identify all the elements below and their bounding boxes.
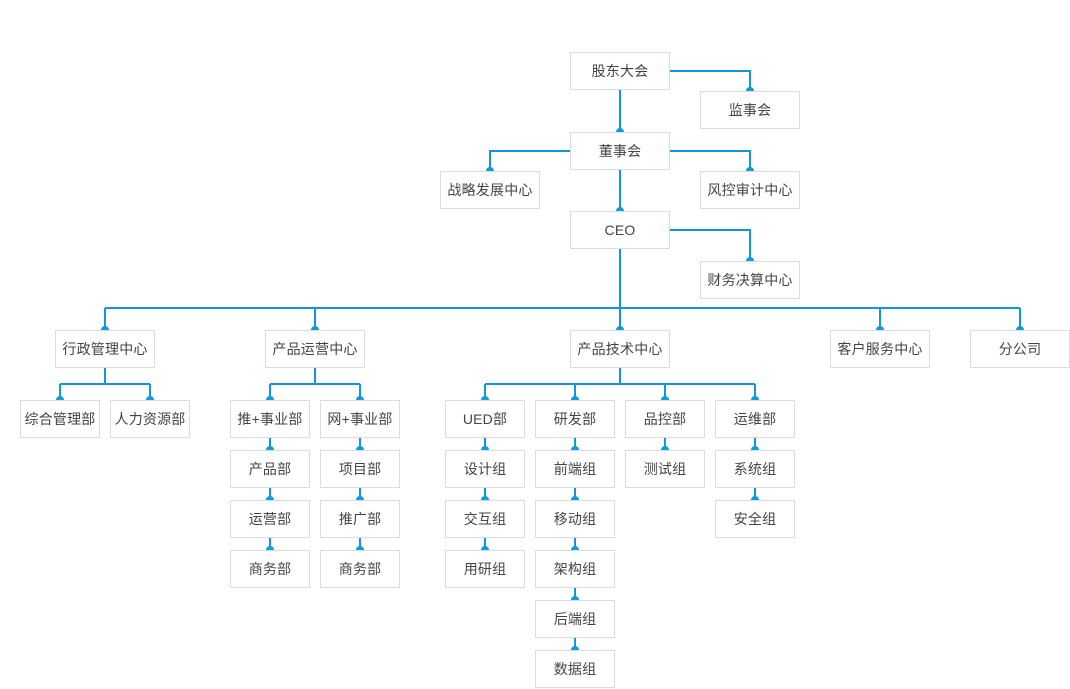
org-node-label: 运营部 [248,511,292,527]
org-node-label: 财务决算中心 [707,272,793,288]
org-node[interactable]: 品控部 [625,400,705,438]
org-node-label: 推广部 [338,511,382,527]
org-node-label: 后端组 [553,611,597,627]
org-node[interactable]: 产品部 [230,450,310,488]
org-node[interactable]: 后端组 [535,600,615,638]
org-node[interactable]: 行政管理中心 [55,330,155,368]
org-node-label: 股东大会 [591,63,649,79]
org-node-label: 网+事业部 [327,411,393,427]
org-node-label: 测试组 [643,461,687,477]
org-node-label: 客户服务中心 [837,341,923,357]
org-node[interactable]: 交互组 [445,500,525,538]
org-node[interactable]: 运维部 [715,400,795,438]
org-node[interactable]: 综合管理部 [20,400,100,438]
org-node-label: 产品部 [248,461,292,477]
org-node-label: 综合管理部 [24,411,96,427]
org-node[interactable]: 研发部 [535,400,615,438]
org-node[interactable]: 推+事业部 [230,400,310,438]
org-node-label: 用研组 [463,561,507,577]
org-node-label: 战略发展中心 [447,182,533,198]
org-node-label: 运维部 [733,411,777,427]
org-node-label: 系统组 [733,461,777,477]
org-node-label: 安全组 [733,511,777,527]
org-node[interactable]: UED部 [445,400,525,438]
org-node-label: 项目部 [338,461,382,477]
org-node[interactable]: 监事会 [700,91,800,129]
org-node[interactable]: 数据组 [535,650,615,688]
org-node[interactable]: 系统组 [715,450,795,488]
org-node-label: 监事会 [728,102,772,118]
org-node-label: 架构组 [553,561,597,577]
org-node[interactable]: 商务部 [320,550,400,588]
org-node[interactable]: 移动组 [535,500,615,538]
org-node-label: CEO [604,222,636,238]
org-node[interactable]: 产品运营中心 [265,330,365,368]
org-node[interactable]: 前端组 [535,450,615,488]
org-node-label: 商务部 [248,561,292,577]
org-node[interactable]: 安全组 [715,500,795,538]
org-node[interactable]: 设计组 [445,450,525,488]
org-node[interactable]: 架构组 [535,550,615,588]
org-node[interactable]: 产品技术中心 [570,330,670,368]
org-node-label: 董事会 [598,143,642,159]
org-node-label: 数据组 [553,661,597,677]
org-node[interactable]: 战略发展中心 [440,171,540,209]
org-node-label: 产品技术中心 [577,341,663,357]
org-node-label: 行政管理中心 [62,341,148,357]
org-node-label: 交互组 [463,511,507,527]
org-node[interactable]: 推广部 [320,500,400,538]
org-node[interactable]: 项目部 [320,450,400,488]
org-node-label: 商务部 [338,561,382,577]
org-node[interactable]: 董事会 [570,132,670,170]
org-node-label: 人力资源部 [114,411,186,427]
org-node-label: 风控审计中心 [707,182,793,198]
org-node[interactable]: 人力资源部 [110,400,190,438]
org-node-label: 产品运营中心 [272,341,358,357]
org-node[interactable]: 风控审计中心 [700,171,800,209]
org-node[interactable]: CEO [570,211,670,249]
org-node[interactable]: 股东大会 [570,52,670,90]
org-node-label: 研发部 [553,411,597,427]
org-node-label: UED部 [462,411,508,427]
org-node[interactable]: 网+事业部 [320,400,400,438]
org-node-label: 品控部 [643,411,687,427]
org-node[interactable]: 测试组 [625,450,705,488]
org-node-label: 移动组 [553,511,597,527]
org-node[interactable]: 商务部 [230,550,310,588]
org-node[interactable]: 客户服务中心 [830,330,930,368]
org-node[interactable]: 财务决算中心 [700,261,800,299]
org-node-label: 推+事业部 [237,411,303,427]
org-node[interactable]: 用研组 [445,550,525,588]
org-node-label: 前端组 [553,461,597,477]
org-node-label: 设计组 [463,461,507,477]
org-node[interactable]: 运营部 [230,500,310,538]
org-node[interactable]: 分公司 [970,330,1070,368]
org-node-label: 分公司 [998,341,1042,357]
